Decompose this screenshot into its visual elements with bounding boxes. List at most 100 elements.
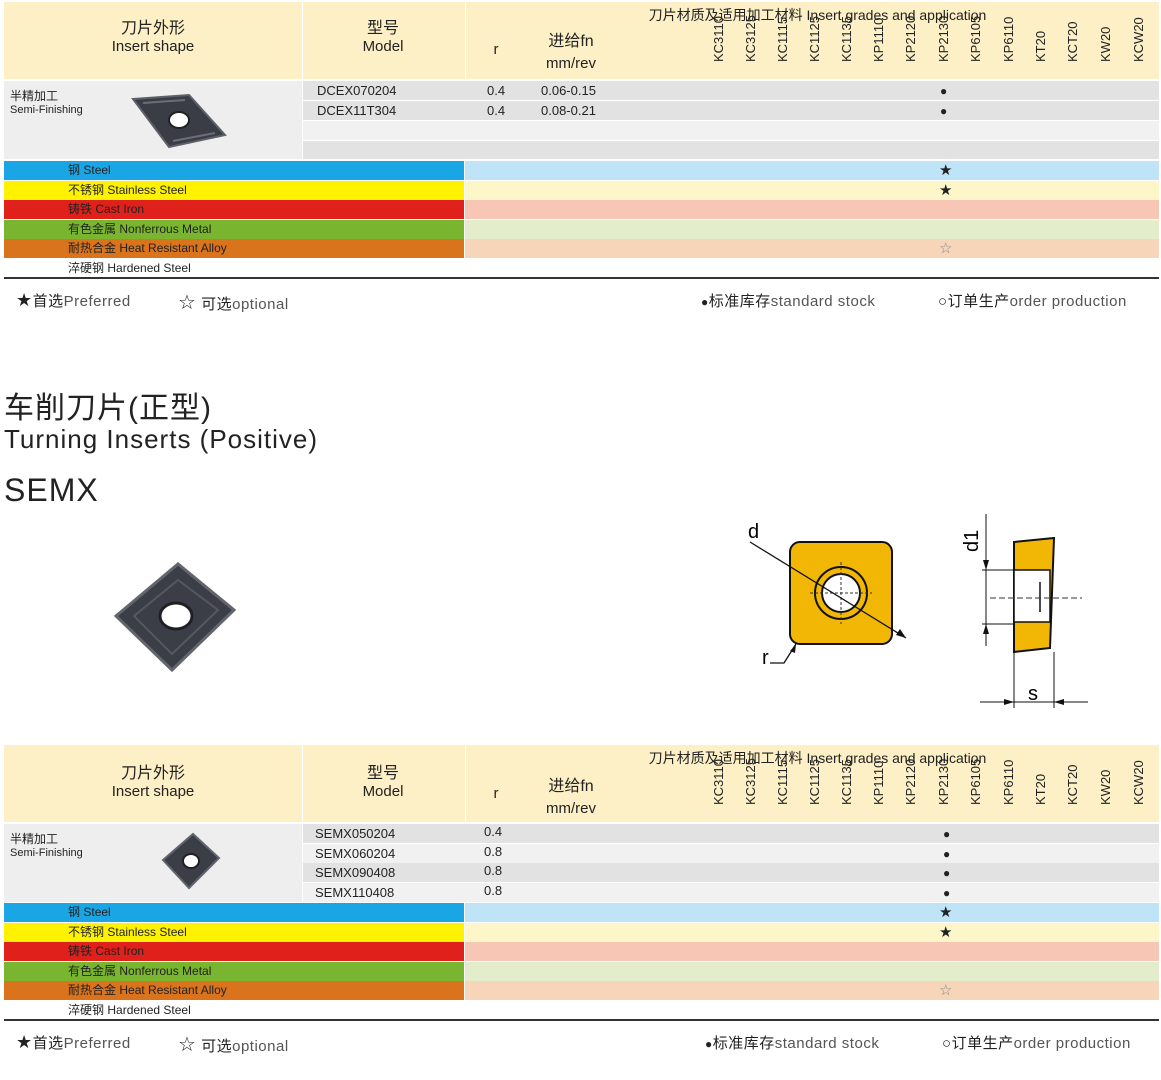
grade-kp2130: KP2130 <box>936 758 951 805</box>
header-insert-shape: 刀片外形 Insert shape <box>111 765 195 800</box>
grade-kct20: KCT20 <box>1065 21 1080 62</box>
section1-rows: 半精加工 Semi-Finishing DCEX070204 0.4 0.06-… <box>4 81 1159 159</box>
material-heat-resistant: 耐热合金 Heat Resistant Alloy ☆ <box>4 239 1159 258</box>
label-d1: d1 <box>961 530 983 552</box>
grade-kc3110: KC3110 <box>711 15 726 62</box>
legend-optional: ☆ 可选optional <box>178 1034 289 1056</box>
grade-kc1115: KC1115 <box>775 16 790 62</box>
preferred-star-icon: ★ <box>939 904 953 921</box>
grade-kcw20: KCW20 <box>1131 17 1146 62</box>
section2-label: 半精加工 Semi-Finishing <box>10 832 83 859</box>
grade-kcw20: KCW20 <box>1131 760 1146 805</box>
preferred-star-icon: ★ <box>939 924 953 941</box>
header-feed: 进给fn mm/rev <box>546 778 596 817</box>
divider <box>4 1019 1159 1021</box>
material-steel: 钢 Steel ★ <box>4 161 1159 180</box>
material-hardened: 淬硬钢 Hardened Steel <box>4 259 1159 278</box>
semx-insert-thumb <box>161 832 221 890</box>
grade-kp2120: KP2120 <box>903 758 918 805</box>
semx-side-view-drawing: d1 s <box>961 514 1088 708</box>
stock-dot: ● <box>943 886 951 900</box>
semx-insert-image <box>113 562 237 673</box>
table-row-empty <box>303 141 1159 159</box>
table-row: DCEX070204 0.4 0.06-0.15 ● <box>303 81 1159 100</box>
product-code: SEMX <box>4 472 99 508</box>
material-nonferrous: 有色金属 Nonferrous Metal <box>4 220 1159 239</box>
legend-stock: ●标准库存standard stock <box>705 1035 880 1052</box>
header-model: 型号 Model <box>362 765 404 800</box>
grade-kp6110: KP6110 <box>1001 759 1016 805</box>
header-insert-shape: 刀片外形 Insert shape <box>111 20 195 55</box>
grade-kw20: KW20 <box>1098 769 1113 805</box>
grade-kp1110: KP1110 <box>871 17 886 62</box>
table-row-empty <box>303 121 1159 140</box>
stock-dot: ● <box>943 847 951 861</box>
divider <box>4 277 1159 279</box>
label-r: r <box>762 647 769 669</box>
grade-kc1135: KC1135 <box>839 758 854 805</box>
grades-title: 刀片材质及适用加工材料 Insert grades and applicatio… <box>648 750 987 766</box>
table-row: SEMX110408 0.8 ● <box>303 883 1159 902</box>
material-stainless: 不锈钢 Stainless Steel ★ <box>4 181 1159 200</box>
legend-preferred: ★首选Preferred <box>16 1032 131 1052</box>
stock-dot: ● <box>943 827 951 841</box>
optional-star-icon: ☆ <box>939 982 953 999</box>
table-row: SEMX060204 0.8 ● <box>303 844 1159 863</box>
header-r: r <box>493 41 499 58</box>
grade-kc1125: KC1125 <box>807 15 822 62</box>
table-row: DCEX11T304 0.4 0.08-0.21 ● <box>303 101 1159 120</box>
preferred-star-icon: ★ <box>939 182 953 199</box>
section1-label: 半精加工 Semi-Finishing <box>10 89 83 116</box>
legend-order: ○订单生产order production <box>938 293 1127 310</box>
table-row: SEMX090408 0.8 ● <box>303 863 1159 882</box>
table-row: SEMX050204 0.4 ● <box>303 824 1159 843</box>
legend-preferred: ★首选Preferred <box>16 290 131 310</box>
grade-kw20: KW20 <box>1098 26 1113 62</box>
grade-kct20: KCT20 <box>1065 764 1080 805</box>
optional-star-icon: ☆ <box>939 240 953 257</box>
legend-order: ○订单生产order production <box>942 1035 1131 1052</box>
grade-kc3110: KC3110 <box>711 758 726 805</box>
grade-kp6110: KP6110 <box>1001 16 1016 62</box>
material-hardened: 淬硬钢 Hardened Steel <box>4 1001 1159 1020</box>
grade-kc3125: KC3125 <box>743 758 758 805</box>
section2-shape-cell: 半精加工 Semi-Finishing <box>4 824 302 902</box>
material-heat-resistant: 耐热合金 Heat Resistant Alloy ☆ <box>4 981 1159 1000</box>
grade-kp6105: KP6105 <box>968 15 983 62</box>
material-stainless: 不锈钢 Stainless Steel ★ <box>4 923 1159 942</box>
grade-kc3125: KC3125 <box>743 15 758 62</box>
grade-kt20: KT20 <box>1033 30 1048 62</box>
stock-dot: ● <box>943 866 951 880</box>
material-cast-iron: 铸铁 Cast Iron <box>4 942 1159 961</box>
page-title-en: Turning Inserts (Positive) <box>4 424 319 454</box>
section1-shape-cell: 半精加工 Semi-Finishing <box>4 81 302 159</box>
header-feed: 进给fn mm/rev <box>546 33 596 72</box>
grade-kc1135: KC1135 <box>839 15 854 62</box>
stock-dot: ● <box>940 84 948 98</box>
section2-rows: 半精加工 Semi-Finishing SEMX050204 0.4 ● SEM… <box>4 824 1159 902</box>
legend-stock: ●标准库存standard stock <box>701 293 876 310</box>
grade-kc1115: KC1115 <box>775 759 790 805</box>
stock-dot: ● <box>940 104 948 118</box>
page-title-cn: 车削刀片(正型) <box>4 392 212 425</box>
preferred-star-icon: ★ <box>939 162 953 179</box>
dcex-insert-image <box>131 93 227 149</box>
grade-kp2120: KP2120 <box>903 15 918 62</box>
material-steel: 钢 Steel ★ <box>4 903 1159 922</box>
semx-top-view-drawing: d r <box>748 521 907 669</box>
label-d: d <box>748 521 759 543</box>
table-header: 刀片外形 Insert shape 型号 Model r 进给fn mm/rev… <box>4 745 1159 822</box>
header-model: 型号 Model <box>362 20 404 55</box>
grades-title: 刀片材质及适用加工材料 Insert grades and applicatio… <box>648 7 987 23</box>
grade-kp1110: KP1110 <box>871 760 886 805</box>
grade-kp6105: KP6105 <box>968 758 983 805</box>
header-r: r <box>493 785 499 802</box>
legend-optional: ☆ 可选optional <box>178 292 289 314</box>
grade-kc1125: KC1125 <box>807 758 822 805</box>
table-header: 刀片外形 Insert shape 型号 Model r 进给fn mm/rev… <box>4 2 1159 79</box>
material-cast-iron: 铸铁 Cast Iron <box>4 200 1159 219</box>
material-nonferrous: 有色金属 Nonferrous Metal <box>4 962 1159 981</box>
grade-kp2130: KP2130 <box>936 15 951 62</box>
grade-kt20: KT20 <box>1033 773 1048 805</box>
label-s: s <box>1028 683 1038 705</box>
